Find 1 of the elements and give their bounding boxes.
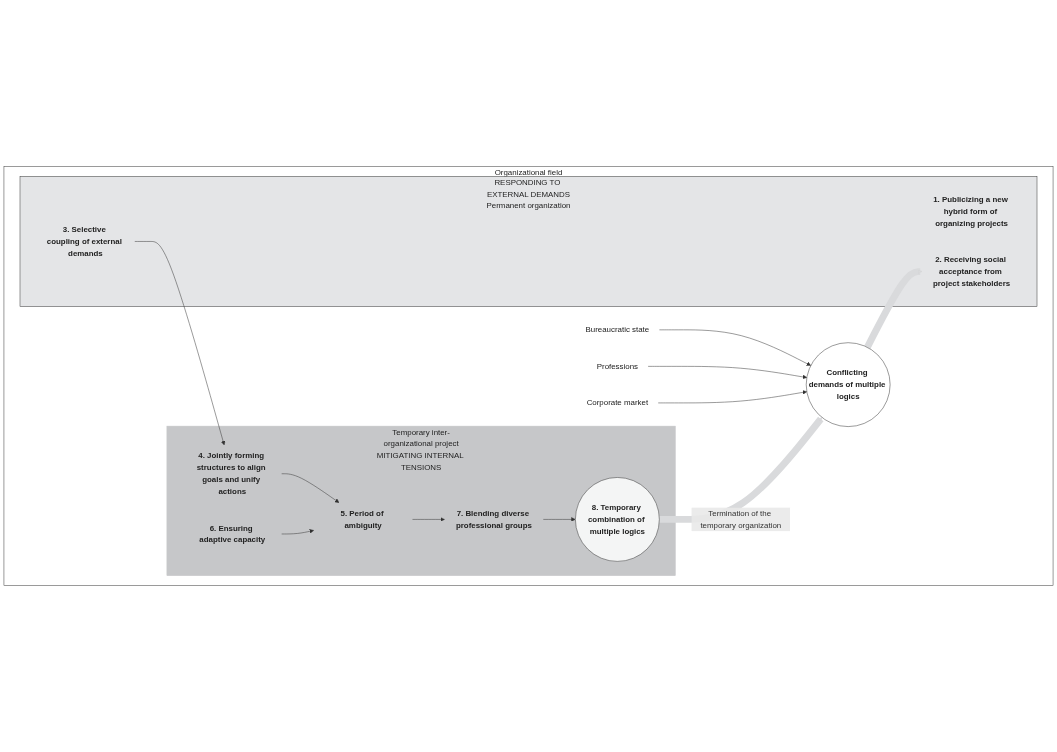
arrow <box>864 268 923 349</box>
